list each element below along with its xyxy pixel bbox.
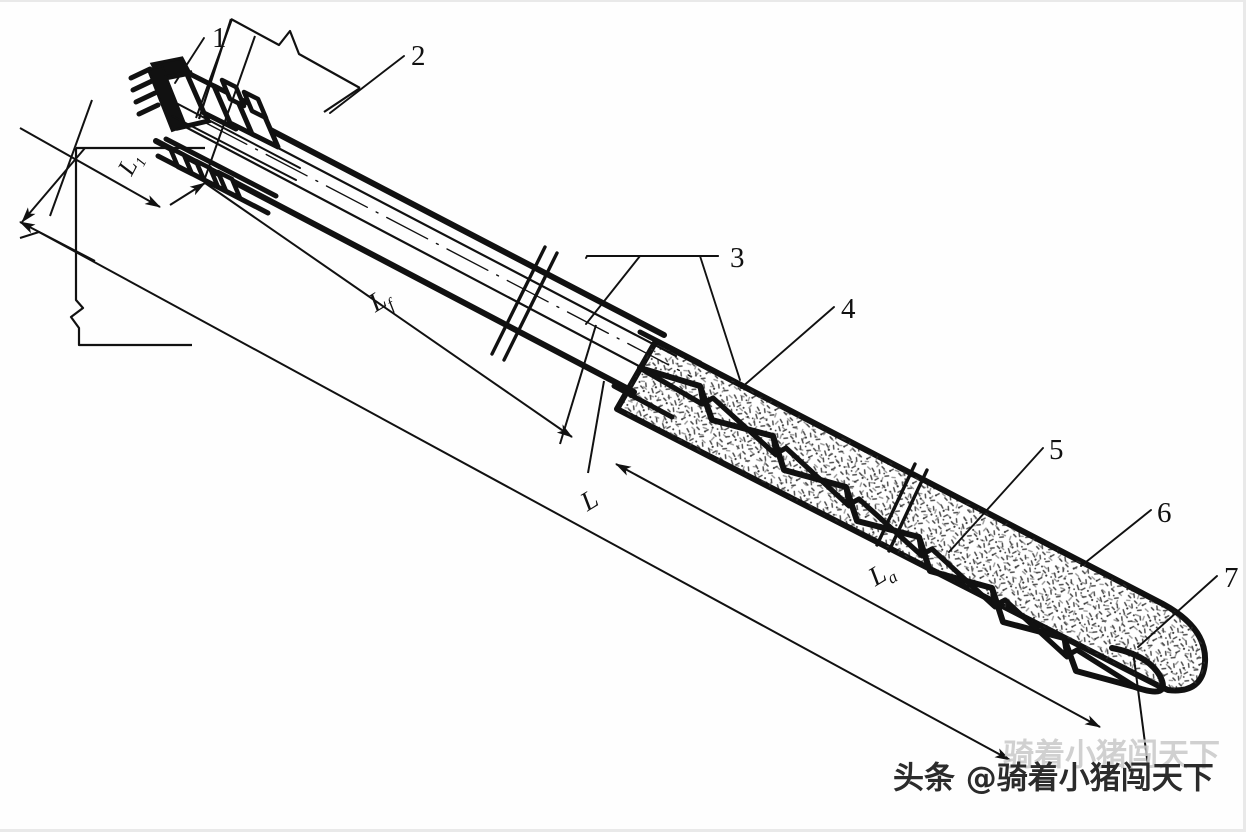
canvas-edge-bottom bbox=[0, 829, 1246, 832]
tendon-inner-lines bbox=[174, 103, 691, 377]
dim-La-line bbox=[587, 380, 1101, 728]
bracket-free-length bbox=[197, 18, 361, 120]
dim-Lf-witness bbox=[559, 324, 597, 445]
break-marks bbox=[490, 245, 929, 553]
dim-L-witness bbox=[19, 231, 1149, 767]
watermark-ghost: 骑着小猪闯天下 bbox=[1003, 737, 1220, 774]
sheath-walls bbox=[611, 329, 703, 420]
callout-leaders bbox=[174, 37, 1218, 648]
dim-Lf-line bbox=[169, 182, 573, 438]
bracket-head-zone bbox=[69, 146, 205, 347]
canvas-edge-top bbox=[0, 0, 1246, 2]
watermark-primary: 头条 @骑着小猪闯天下 bbox=[893, 760, 1214, 797]
anchor-head-assembly bbox=[128, 56, 301, 216]
canvas-edge-right bbox=[1243, 0, 1246, 832]
